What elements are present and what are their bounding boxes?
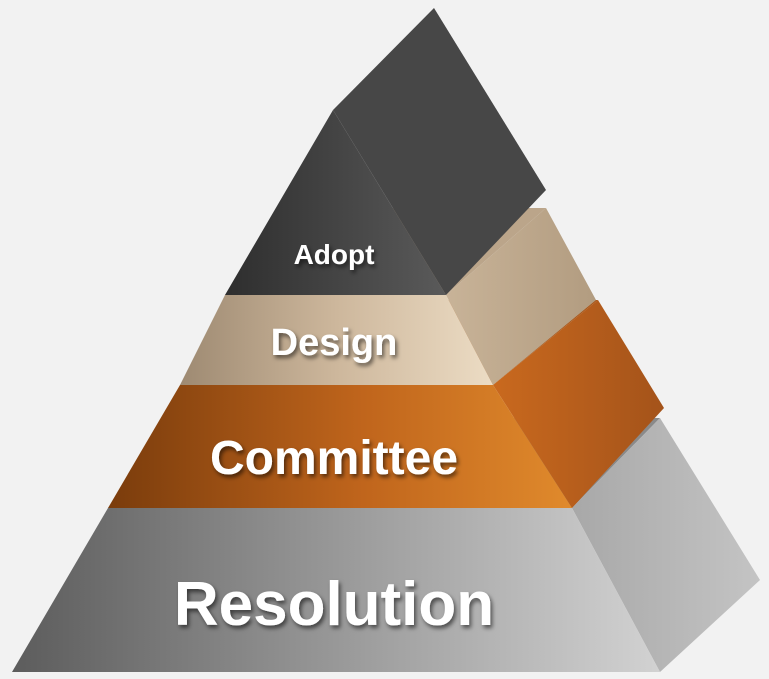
tier-resolution-front: [12, 508, 660, 672]
tier-adopt-front: [225, 110, 446, 295]
tier-resolution-side: [572, 418, 760, 672]
tier-label-design: Design: [271, 322, 398, 364]
tier-adopt: [225, 8, 546, 295]
tier-design-side: [446, 208, 596, 385]
tier-design-front: [180, 295, 493, 385]
tier-committee-side: [493, 300, 664, 508]
tier-adopt-side: [333, 8, 546, 295]
tier-label-committee: Committee: [210, 432, 458, 485]
tier-label-adopt: Adopt: [294, 239, 375, 270]
tier-committee-front: [108, 385, 572, 508]
tier-label-resolution: Resolution: [174, 570, 494, 639]
